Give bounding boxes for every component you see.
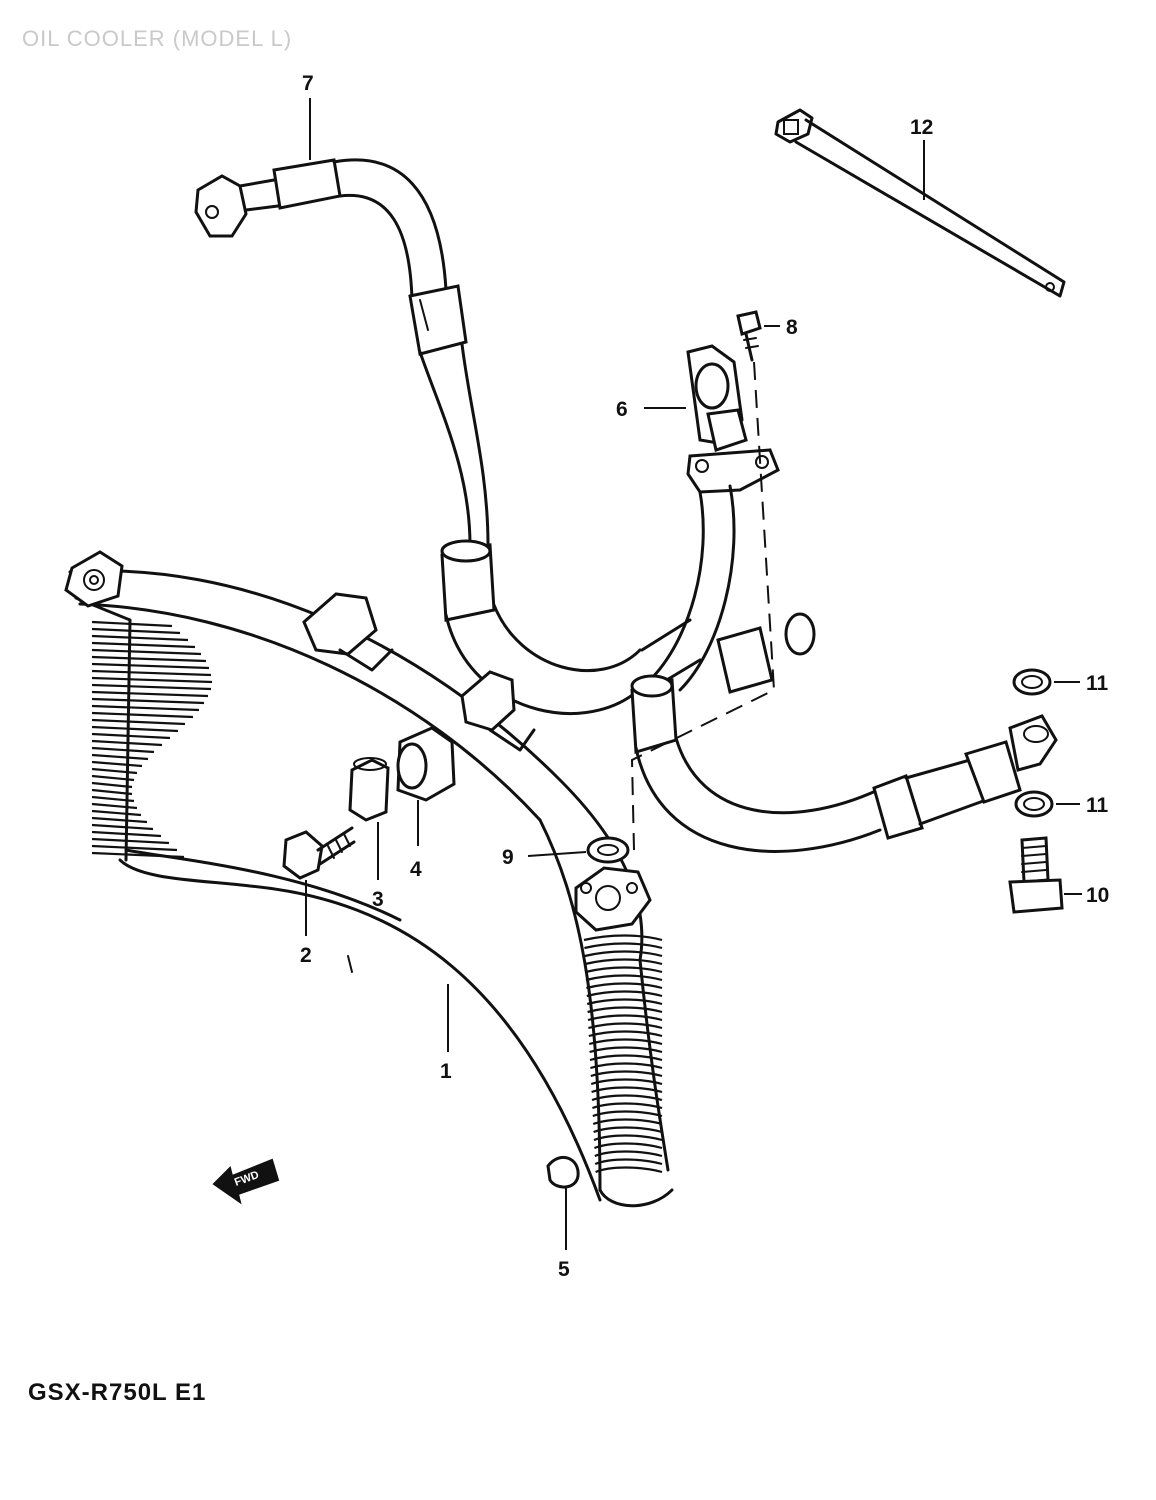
part-11-washer-lower [1014, 790, 1080, 818]
cooler-fin [91, 620, 173, 628]
callout-3: 3 [372, 888, 384, 911]
cooler-fin [91, 788, 133, 796]
cooler-fin [91, 634, 189, 642]
cooler-fin [588, 1022, 663, 1030]
cooler-fins-left [91, 620, 213, 859]
lower-return-hose [630, 674, 1058, 853]
callout-5: 5 [558, 1258, 570, 1281]
cooler-fin [91, 767, 138, 775]
callout-9: 9 [502, 846, 514, 869]
cooler-fin [592, 1118, 663, 1126]
cooler-fin [594, 1150, 663, 1158]
cooler-fin [586, 998, 663, 1006]
cooler-fin [91, 739, 163, 747]
cooler-fin [586, 990, 663, 998]
cooler-fin [91, 683, 212, 691]
cooler-fin [594, 1158, 663, 1166]
cooler-fin [91, 669, 212, 677]
cooler-fin [91, 837, 170, 845]
cooler-fin [584, 958, 663, 966]
callout-12: 12 [910, 116, 933, 139]
cooler-fin [91, 697, 205, 705]
part-8-bolt [736, 310, 780, 362]
cooler-fin [91, 711, 194, 719]
callout-10: 10 [1086, 884, 1109, 907]
cooler-fin [588, 1030, 663, 1038]
part-11-washer-upper [1012, 668, 1080, 696]
cooler-fin [589, 1054, 663, 1062]
part-5-clip [546, 1155, 580, 1250]
cooler-fin [595, 1166, 663, 1174]
cooler-fin [584, 942, 663, 950]
cooler-fin [91, 802, 138, 810]
cooler-fin [91, 809, 142, 817]
cooler-fin [585, 974, 663, 982]
callout-6: 6 [616, 398, 628, 421]
cooler-fin [91, 641, 196, 649]
cooler-fin [91, 690, 209, 698]
cooler-fin [91, 851, 185, 859]
cooler-fin [91, 746, 155, 754]
part-7-upper-hose [194, 158, 490, 547]
cooler-fin [91, 627, 181, 635]
part-12-cable-tie [774, 108, 1066, 298]
cooler-fin [592, 1110, 663, 1118]
hose-u-section [440, 539, 702, 715]
part-2-bolt [282, 826, 356, 936]
callout-1: 1 [440, 1060, 452, 1083]
cooler-fin [593, 1126, 663, 1134]
cooler-fin [592, 1102, 663, 1110]
part-6-hose-fitting [648, 344, 816, 694]
cooler-fin [91, 718, 186, 726]
part-9-o-ring [527, 836, 630, 864]
cooler-fin [91, 655, 207, 663]
cooler-fin [587, 1006, 663, 1014]
part-3-spacer [348, 757, 390, 880]
callout-2: 2 [300, 944, 312, 967]
part-4-grommet [396, 726, 456, 846]
cooler-fin [584, 950, 663, 958]
part-10-banjo-bolt [1008, 836, 1082, 914]
cooler-fin [91, 774, 135, 782]
callout-7: 7 [302, 72, 314, 95]
part-1-oil-cooler [64, 550, 674, 1208]
cooler-fin [91, 676, 213, 684]
cooler-fin [593, 1134, 663, 1142]
callout-4: 4 [410, 858, 422, 881]
cooler-fin [583, 934, 663, 942]
cooler-fin [594, 1142, 663, 1150]
cooler-fin [91, 648, 202, 656]
cooler-fin [91, 753, 149, 761]
cooler-fin [91, 704, 200, 712]
cooler-fin [585, 966, 663, 974]
cooler-fin [91, 830, 162, 838]
cooler-fin [590, 1062, 663, 1070]
cooler-fin [586, 982, 663, 990]
cooler-fin [589, 1046, 663, 1054]
cooler-fin [91, 732, 171, 740]
cooler-fin [91, 760, 143, 768]
cooler-fin [588, 1038, 663, 1046]
cooler-fin [590, 1070, 663, 1078]
cooler-fin [91, 662, 210, 670]
cooler-fin [91, 844, 178, 852]
callout-11-lower: 11 [1086, 794, 1109, 817]
cooler-fin [590, 1078, 663, 1086]
cooler-fin [591, 1094, 663, 1102]
model-code: GSX-R750L E1 [28, 1379, 206, 1406]
cooler-fin [91, 725, 179, 733]
cooler-fins-right [583, 934, 663, 1174]
diagram-title: OIL COOLER (MODEL L) [22, 26, 292, 51]
cooler-fin [91, 816, 148, 824]
forward-arrow-icon: FWD [212, 1158, 280, 1205]
cooler-fin [591, 1086, 663, 1094]
cooler-fin [91, 795, 135, 803]
callout-8: 8 [786, 316, 798, 339]
cooler-fin [91, 823, 154, 831]
cooler-fin [91, 781, 133, 789]
cooler-fin [587, 1014, 663, 1022]
callout-11-upper: 11 [1086, 672, 1109, 695]
